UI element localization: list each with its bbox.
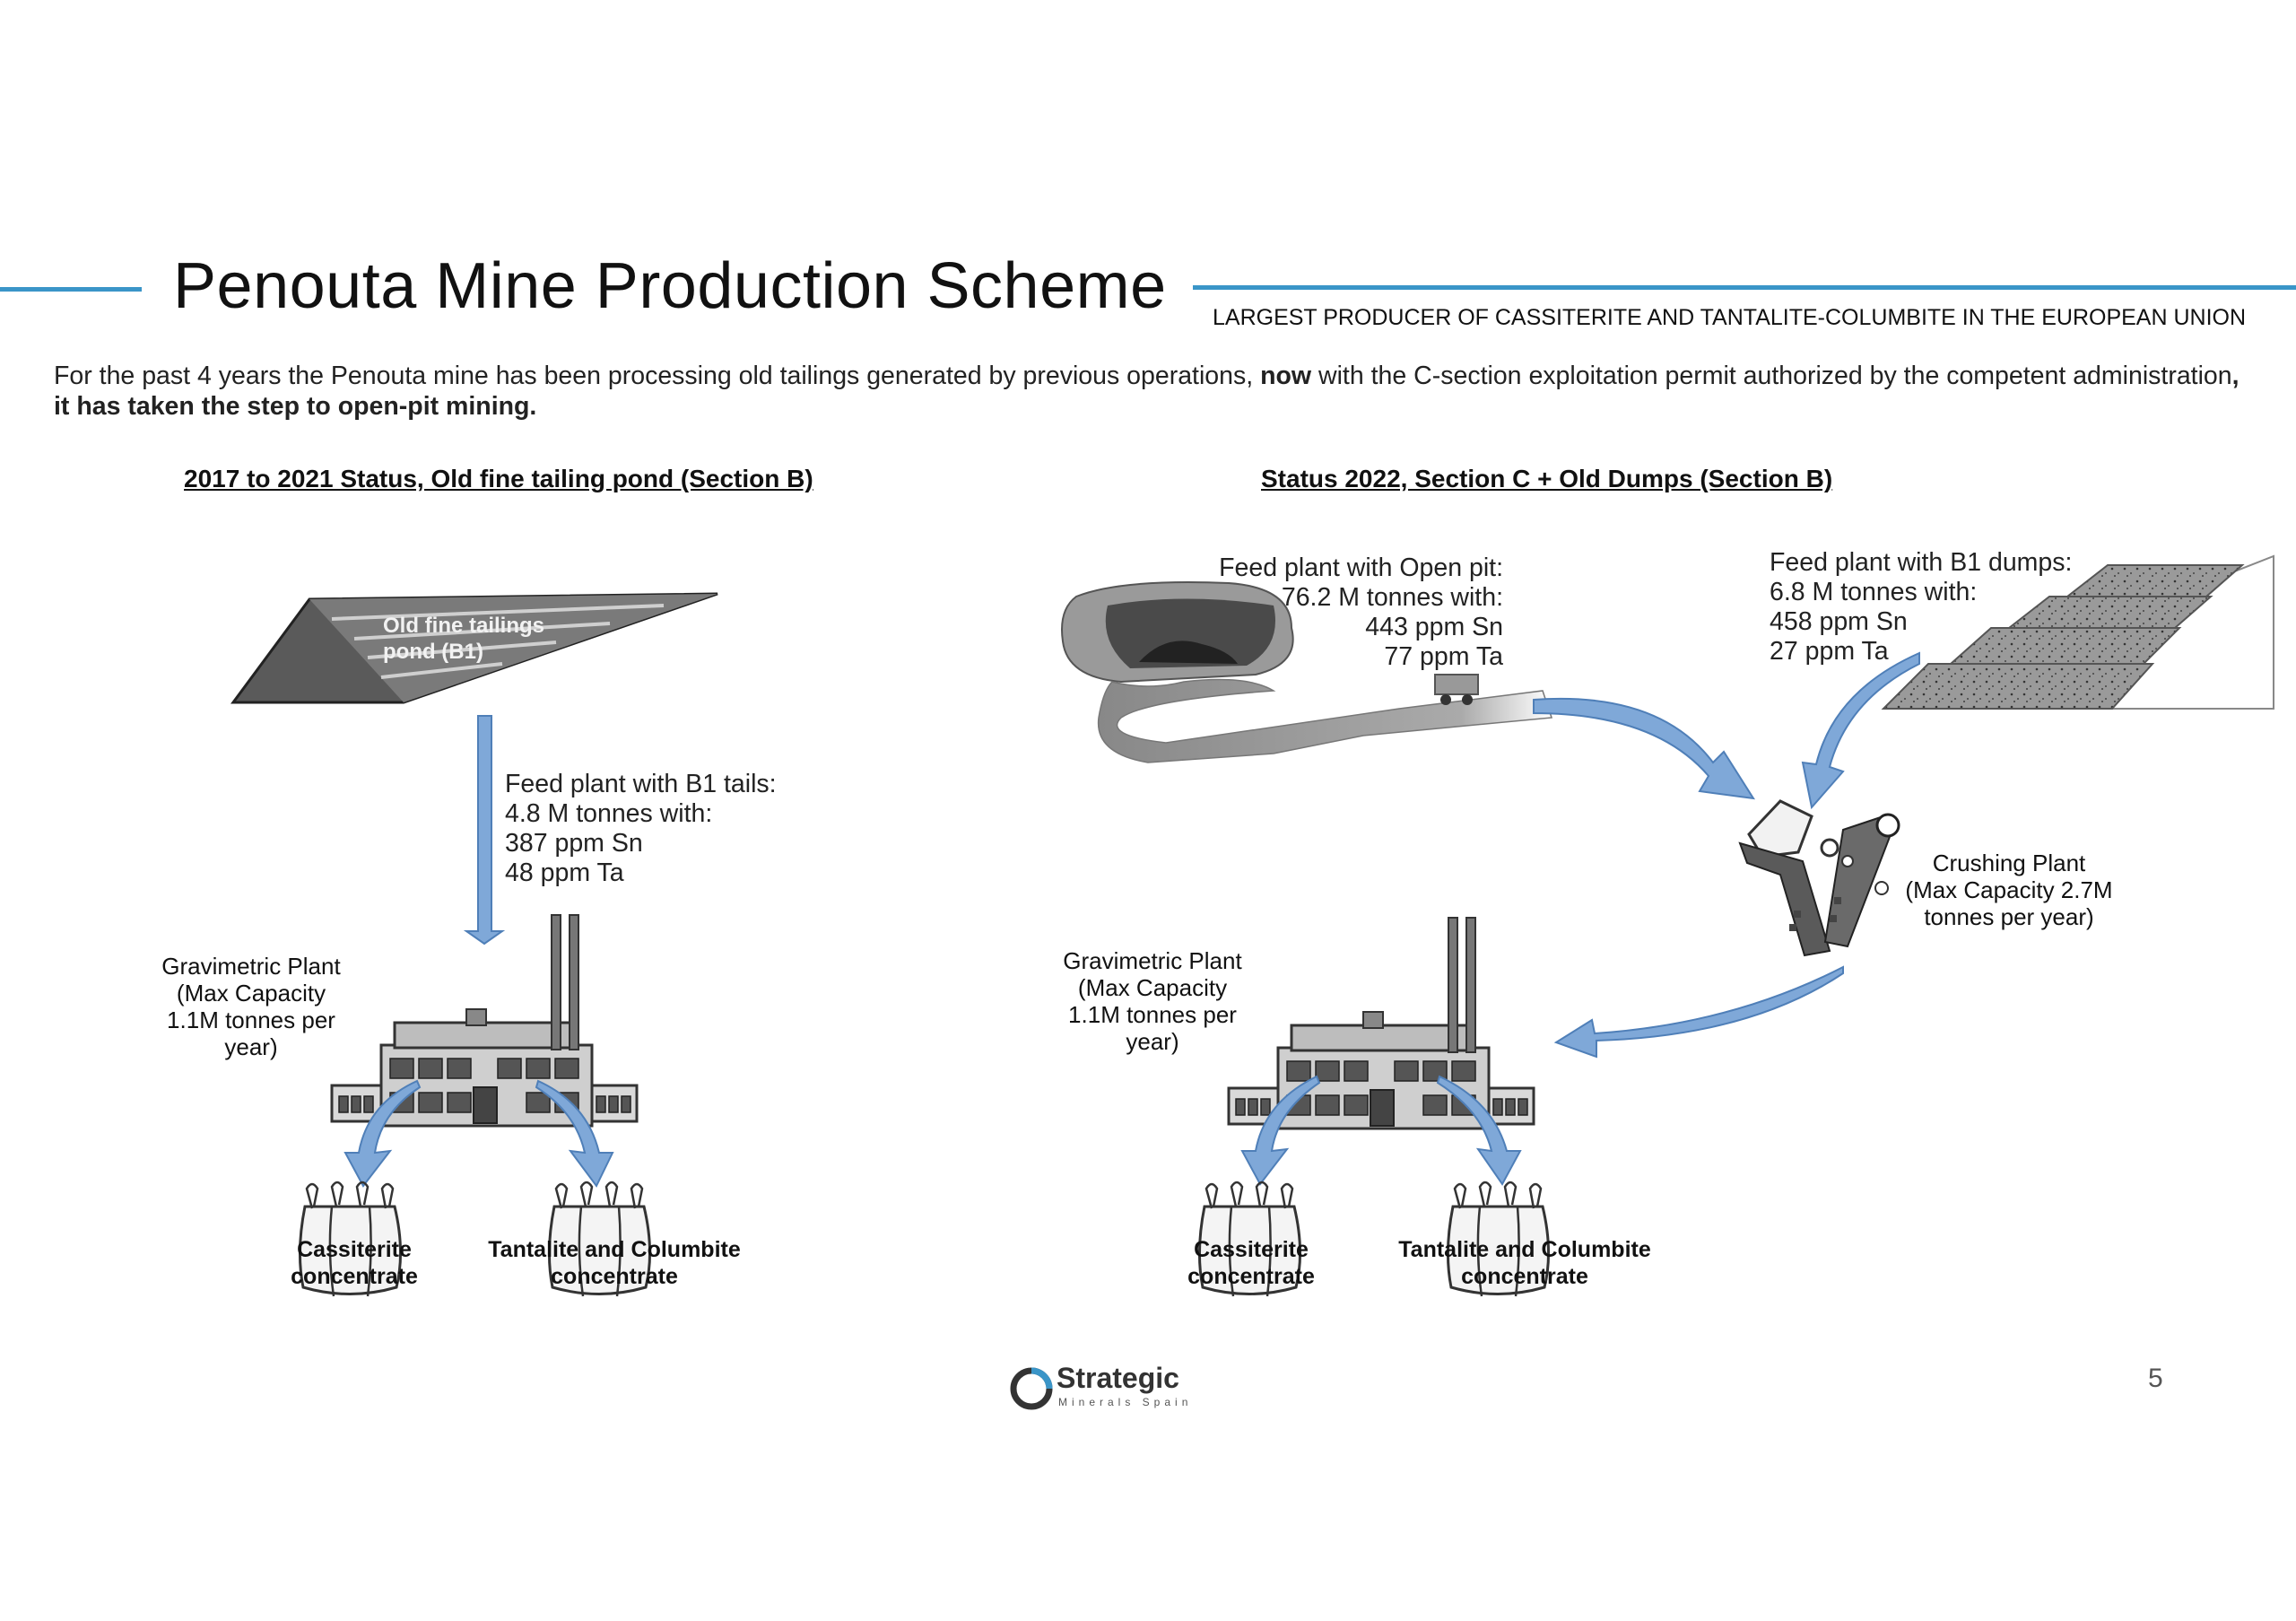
logo-name: Strategic bbox=[1057, 1362, 1179, 1394]
intro-paragraph: For the past 4 years the Penouta mine ha… bbox=[54, 361, 2242, 422]
left-bag-tantalite-label: Tantalite and Columbite concentrate bbox=[488, 1237, 741, 1289]
dump-terraces-icon bbox=[1881, 554, 2274, 710]
factory-icon bbox=[330, 913, 639, 1128]
arrow-icon bbox=[344, 1079, 614, 1188]
left-feed-label: Feed plant with B1 tails: 4.8 M tonnes w… bbox=[505, 770, 777, 887]
crusher-icon bbox=[1738, 799, 1900, 957]
logo-subtitle: Minerals Spain bbox=[1058, 1396, 1193, 1408]
pond-label: Old fine tailings pond (B1) bbox=[383, 614, 545, 664]
intro-part2: with the C-section exploitation permit a… bbox=[1311, 362, 2232, 390]
arrow-icon bbox=[1533, 651, 1920, 1059]
arrow-icon bbox=[463, 715, 506, 946]
left-plant-label: Gravimetric Plant (Max Capacity 1.1M ton… bbox=[161, 953, 341, 1060]
openpit-label: Feed plant with Open pit: 76.2 M tonnes … bbox=[1219, 553, 1503, 671]
page-title: Penouta Mine Production Scheme bbox=[173, 250, 1167, 322]
intro-bold2: , it has taken the step to open-pit mini… bbox=[54, 362, 2239, 421]
intro-bold1: now bbox=[1260, 362, 1312, 390]
left-section-heading: 2017 to 2021 Status, Old fine tailing po… bbox=[184, 465, 813, 492]
factory-icon bbox=[1227, 916, 1535, 1130]
logo-ring-icon bbox=[1010, 1367, 1053, 1410]
open-pit-icon bbox=[1061, 581, 1553, 763]
crushing-label: Crushing Plant (Max Capacity 2.7M tonnes… bbox=[1905, 850, 2113, 930]
header-rule-right bbox=[1193, 285, 2296, 290]
intro-part1: For the past 4 years the Penouta mine ha… bbox=[54, 362, 1261, 390]
page-number: 5 bbox=[2148, 1364, 2163, 1393]
right-plant-label: Gravimetric Plant (Max Capacity 1.1M ton… bbox=[1063, 947, 1242, 1055]
left-bag-cassiterite-label: Cassiterite concentrate bbox=[291, 1237, 418, 1289]
header-rule-left bbox=[0, 287, 142, 292]
right-bag-tantalite-label: Tantalite and Columbite concentrate bbox=[1398, 1237, 1651, 1289]
dumps-label: Feed plant with B1 dumps: 6.8 M tonnes w… bbox=[1770, 548, 2073, 666]
right-section-heading: Status 2022, Section C + Old Dumps (Sect… bbox=[1261, 465, 1833, 492]
right-bag-cassiterite-label: Cassiterite concentrate bbox=[1187, 1237, 1315, 1289]
tailings-pond-icon bbox=[230, 592, 718, 704]
page-subtitle: LARGEST PRODUCER OF CASSITERITE AND TANT… bbox=[1213, 305, 2247, 330]
